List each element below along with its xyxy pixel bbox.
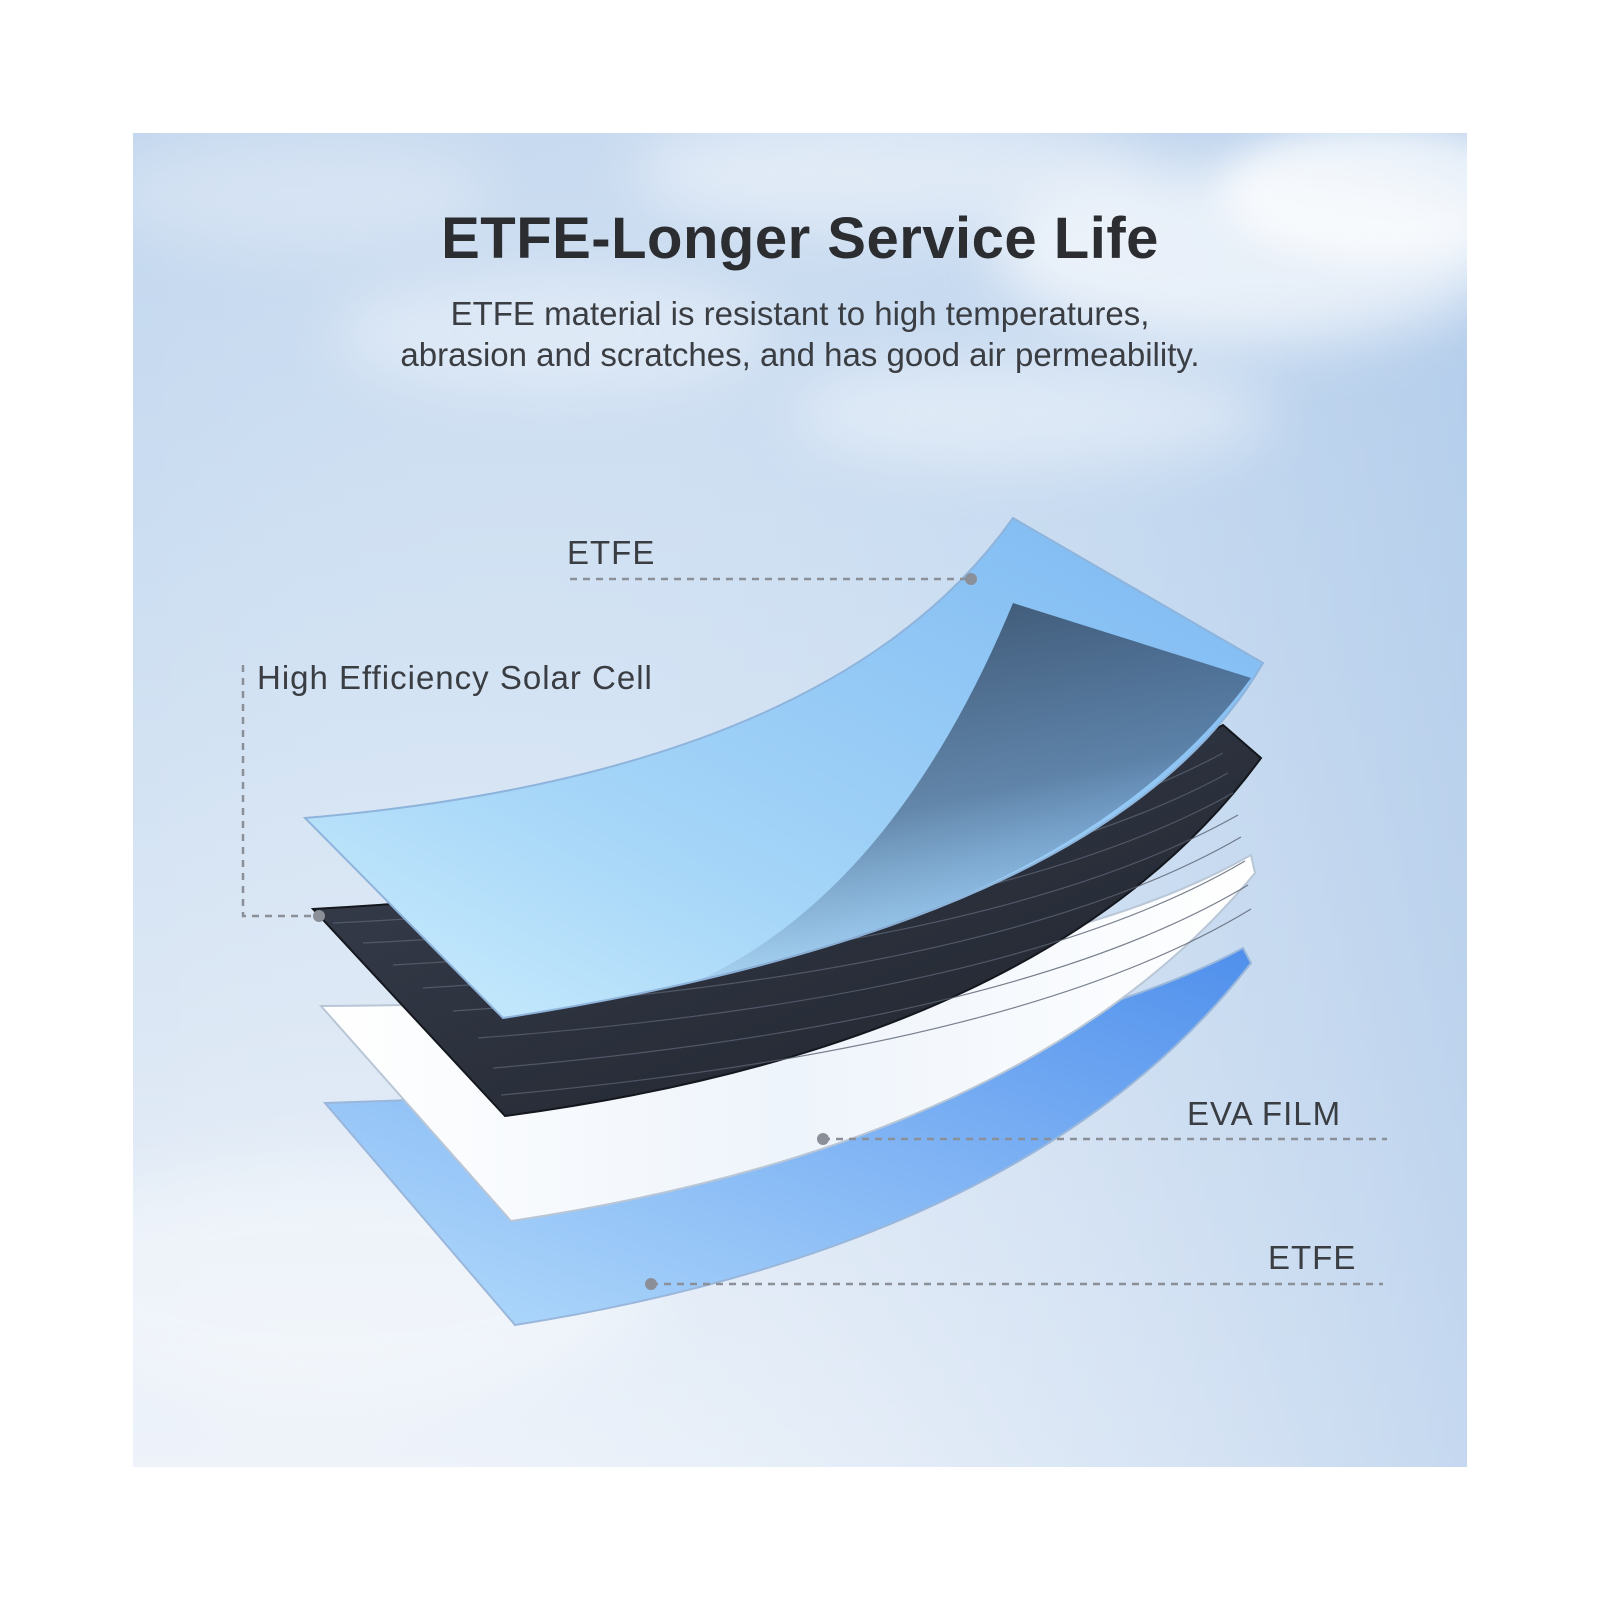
page-title: ETFE-Longer Service Life xyxy=(441,206,1159,271)
label-eva-film: EVA FILM xyxy=(1187,1095,1342,1132)
label-solar-cell: High Efficiency Solar Cell xyxy=(257,659,653,696)
leader-lines xyxy=(241,577,1387,1286)
page-subtitle: ETFE material is resistant to high tempe… xyxy=(133,293,1467,375)
solar-cell-dot xyxy=(313,910,325,922)
label-top-etfe: ETFE xyxy=(567,534,656,571)
top-etfe-shading xyxy=(693,603,1251,983)
top-etfe-dot xyxy=(965,573,977,585)
subtitle-line-2: abrasion and scratches, and has good air… xyxy=(400,336,1200,373)
layer-diagram xyxy=(241,516,1387,1327)
bottom-etfe-dot xyxy=(645,1278,657,1290)
leader-dots xyxy=(313,573,977,1290)
label-bottom-etfe: ETFE xyxy=(1268,1239,1357,1276)
subtitle-line-1: ETFE material is resistant to high tempe… xyxy=(450,295,1150,332)
eva-film-dot xyxy=(817,1133,829,1145)
solar-cell-leader xyxy=(241,665,319,918)
diagram-panel: ETFE-Longer Service Life ETFE material i… xyxy=(133,133,1467,1467)
